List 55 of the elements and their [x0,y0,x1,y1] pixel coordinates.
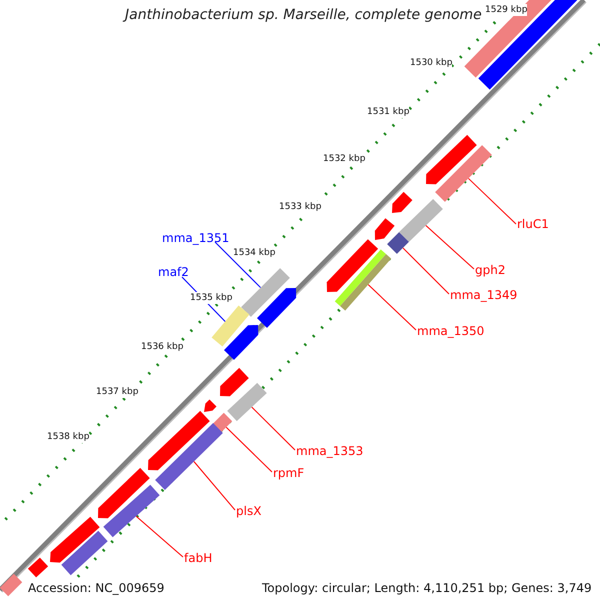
leader-line [193,461,236,510]
leader-line [136,516,184,558]
position-label: 1535 kbp [190,292,232,304]
leader-line [402,247,450,294]
gene-label: mma_1350 [417,324,484,338]
position-label: 1537 kbp [96,386,138,398]
position-label: 1533 kbp [279,201,322,213]
gene-label: fabH [184,551,212,565]
gene-pointed-segment [220,368,249,396]
gene-segment [0,574,22,596]
gene-label: mma_1349 [450,288,518,302]
gene-pointed-segment [374,218,395,240]
leader-line [226,426,272,472]
gene-label: mma_1351 [162,231,230,245]
gene-pointed-segment [148,410,210,470]
gene-label: rluC1 [517,217,549,231]
gene-segment [399,199,443,242]
position-label: 1530 kbp [410,57,452,69]
gene-segment [227,382,267,422]
accession-label: Accession: NC_009659 [28,581,164,596]
title: Janthinobacterium sp. Marseille, complete genome [125,8,482,22]
gene-segment [241,268,290,317]
gene-pointed-segment [426,134,477,184]
gene-segment [387,232,409,254]
leader-line [468,178,516,224]
position-label: 1534 kbp [233,247,276,259]
position-label: 1538 kbp [47,431,90,443]
gene-label: plsX [236,504,262,518]
leader-line [251,406,296,450]
gene-segment [155,423,223,490]
gene-label: maf2 [158,265,189,279]
leader-line [368,284,416,330]
gene-segment [212,306,250,346]
gene-pointed-segment [204,400,216,412]
position-label: 1532 kbp [323,153,366,165]
gene-label: mma_1353 [296,444,364,458]
gene-pointed-segment [98,468,150,518]
position-label: 1529 kbp [485,4,528,16]
position-label: 1536 kbp [141,341,184,353]
gene-label: rpmF [273,466,304,480]
gene-label: gph2 [475,263,506,277]
leader-line [214,242,262,288]
genome-summary: Topology: circular; Length: 4,110,251 bp; Genes: 3,749 [262,581,592,596]
gene-pointed-segment [50,516,100,563]
position-label: 1531 kbp [367,106,410,118]
gene-segment [28,558,48,578]
gene-pointed-segment [326,239,378,292]
gene-pointed-segment [392,192,412,213]
gene-segment [61,530,108,576]
gene-segment [334,249,392,311]
gene-segment [103,484,160,538]
gene-pointed-segment [257,288,296,328]
gene-pointed-segment [224,325,258,360]
gene-segment [435,145,492,202]
leader-line [425,225,474,270]
